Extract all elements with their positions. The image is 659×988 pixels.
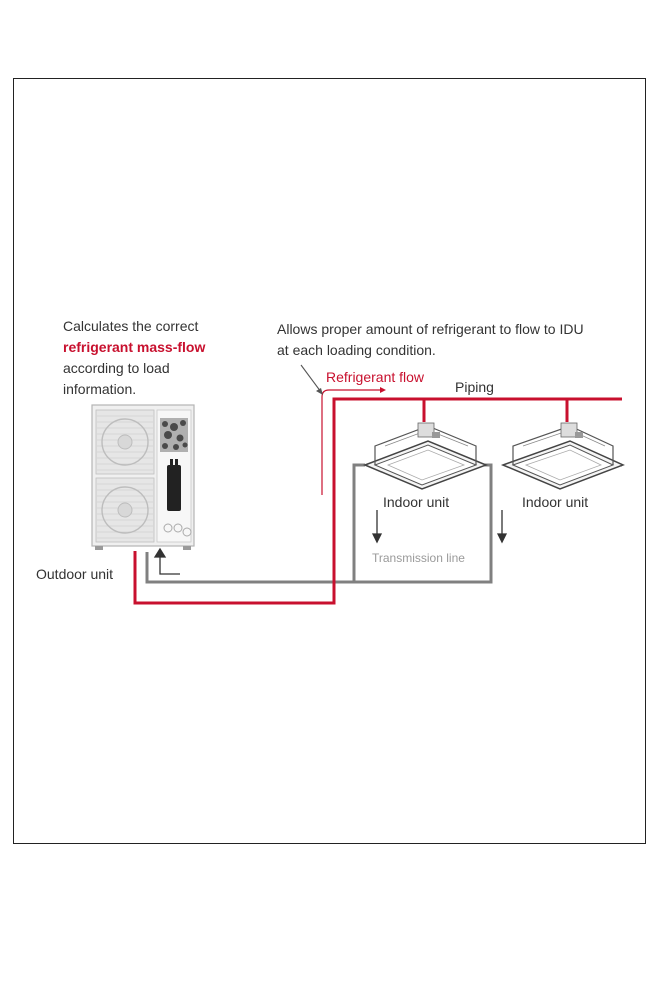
indoor-unit-2-label: Indoor unit bbox=[522, 494, 589, 510]
left-note-line-3: according to load bbox=[63, 360, 170, 376]
right-note-line-1: Allows proper amount of refrigerant to f… bbox=[277, 321, 584, 337]
refrigerant-piping bbox=[133, 397, 622, 605]
left-note-line-1: Calculates the correct bbox=[63, 318, 199, 334]
pointer-arrow-icon bbox=[300, 364, 323, 395]
right-note-line-2: at each loading condition. bbox=[277, 342, 436, 358]
indoor-unit-2-icon bbox=[500, 422, 625, 490]
indoor-unit-1-label: Indoor unit bbox=[383, 494, 450, 510]
outdoor-unit-icon bbox=[91, 404, 195, 550]
outdoor-unit-label: Outdoor unit bbox=[36, 566, 114, 582]
refrigerant-flow-label: Refrigerant flow bbox=[326, 369, 425, 385]
diagram-frame bbox=[13, 78, 646, 844]
transmission-line-label: Transmission line bbox=[372, 551, 465, 565]
transmission-direction-arrows bbox=[153, 510, 508, 575]
left-note-line-4: information. bbox=[63, 381, 137, 397]
indoor-unit-1-icon bbox=[362, 422, 489, 490]
left-note-highlight: refrigerant mass-flow bbox=[63, 339, 206, 355]
refrigerant-flow-arrow bbox=[321, 387, 386, 495]
piping-label: Piping bbox=[455, 379, 494, 395]
